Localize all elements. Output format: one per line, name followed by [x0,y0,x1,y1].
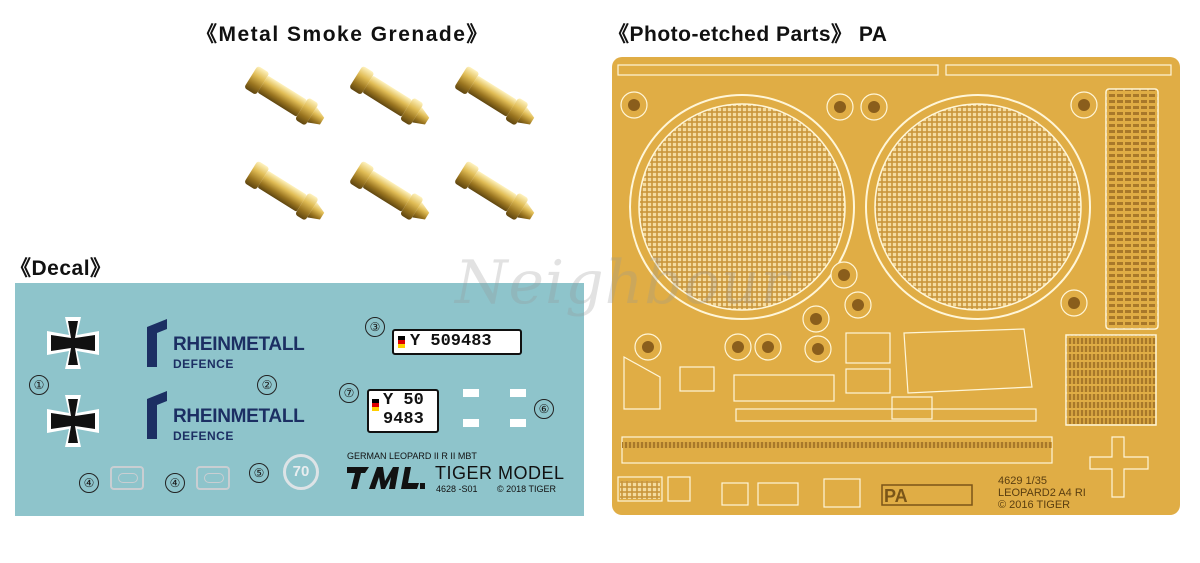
decal-title-line: GERMAN LEOPARD II R II MBT [347,451,477,461]
tiger-model-logo-icon [347,467,425,489]
defence-wordmark: DEFENCE [173,429,234,443]
decal-marker: ④ [165,473,185,493]
pe-label-1: 4629 1/35 [998,475,1047,487]
plate-number: Y 509483 [410,332,492,351]
smoke-grenade [350,66,430,125]
license-plate-long: Y 509483 [392,329,522,355]
smoke-grenade-group [232,62,562,252]
pe-label-2: LEOPARD2 A4 RI [998,487,1086,499]
white-marking [463,389,479,397]
decal-marker: ④ [79,473,99,493]
outline-badge [196,466,230,490]
white-marking [463,419,479,427]
license-plate-square: Y 50 9483 [367,389,439,433]
decal-marker: ③ [365,317,385,337]
white-marking [510,419,526,427]
decal-title: 《Decal》 [10,257,112,280]
smoke-grenade [350,161,430,220]
rheinmetall-logo: RHEINMETALL DEFENCE [143,389,333,449]
white-marking [510,389,526,397]
decal-marker: ① [29,375,49,395]
rheinmetall-wordmark: RHEINMETALL [173,406,305,427]
rheinmetall-mark-icon [147,319,167,367]
decal-code: 4628 -S01 [436,484,478,494]
pe-label-3: © 2016 TIGER [998,499,1071,511]
tiger-model-wordmark: TIGER MODEL [435,463,565,483]
iron-cross-icon [47,317,99,369]
outline-badge [110,466,144,490]
plate-line-2: 9483 [383,410,424,429]
decal-marker: ⑤ [249,463,269,483]
smoke-grenade [455,161,535,220]
decal-copyright: © 2018 TIGER [497,484,556,494]
smoke-grenade [245,66,325,125]
smoke-grenade [245,161,325,220]
photo-etched-fret: PA 4629 1/35 LEOPARD2 A4 RI © 2016 TIGER [612,57,1180,515]
photo-etched-parts-title: 《Photo-etched Parts》 PA [608,23,888,46]
metal-smoke-grenade-title: 《Metal Smoke Grenade》 [196,23,489,46]
smoke-grenade [455,66,535,125]
plate-line-1: Y 50 [383,391,424,410]
watermark: Neighbour [455,248,791,318]
defence-wordmark: DEFENCE [173,357,234,371]
iron-cross-icon [47,395,99,447]
german-flag-icon [372,399,379,411]
pa-logo: PA [884,486,908,506]
german-flag-icon [398,336,405,348]
decal-marker: ② [257,375,277,395]
decal-marker: ⑥ [534,399,554,419]
rheinmetall-logo: RHEINMETALL DEFENCE [143,317,333,377]
decal-sheet: RHEINMETALL DEFENCE RHEINMETALL DEFENCE … [15,283,584,516]
decal-marker: ⑦ [339,383,359,403]
rheinmetall-mark-icon [147,391,167,439]
rheinmetall-wordmark: RHEINMETALL [173,334,305,355]
photo-etched-parts-drawing [617,64,1172,508]
round-number-marking: 70 [283,454,319,490]
